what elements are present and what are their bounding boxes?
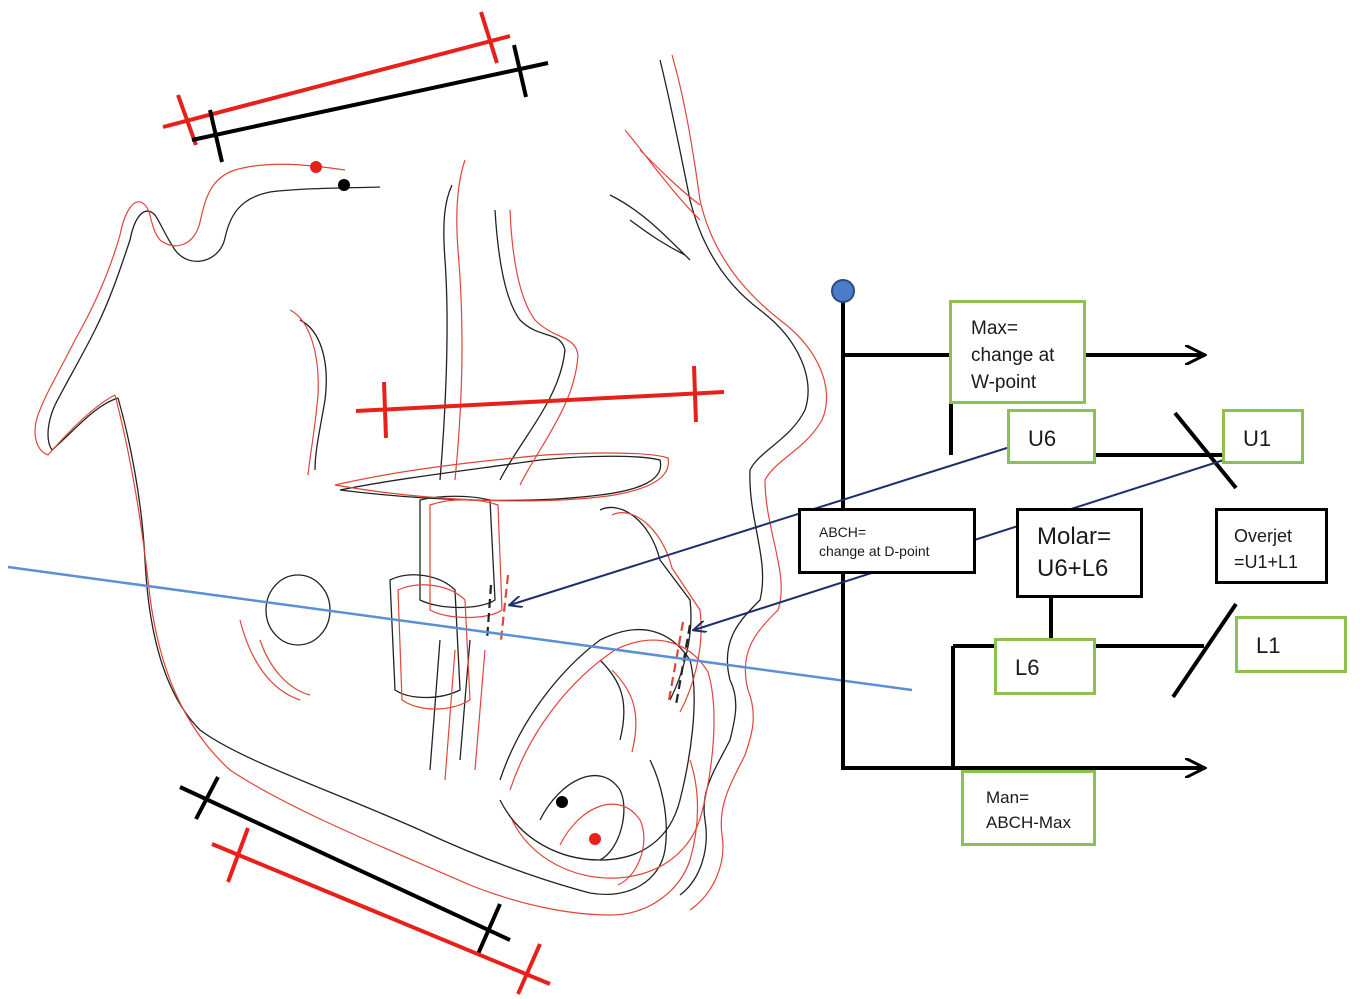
overjet-label: Overjet =U1+L1 [1234, 526, 1299, 572]
landmark-dot-black-top [338, 179, 350, 191]
landmark-dot-red-top [310, 161, 322, 173]
cranial-base-outline [47, 186, 381, 451]
nasal-outline [509, 209, 579, 486]
abch-label: ABCH= change at D-point [819, 524, 930, 559]
incisors [599, 506, 692, 741]
l6-box: L6 [994, 638, 1096, 695]
molar-box: Molar= U6+L6 [1016, 508, 1143, 598]
man-change-label: Man= ABCH-Max [986, 788, 1072, 832]
measure-bar-black-top [191, 44, 549, 163]
soft-tissue-profile [659, 59, 809, 896]
man-change-box: Man= ABCH-Max [961, 770, 1096, 846]
forehead-lines [624, 129, 701, 221]
max-change-box: Max= change at W-point [949, 300, 1086, 404]
l1-box: L1 [1235, 616, 1347, 673]
orbit-outline [289, 309, 319, 476]
mandible-inner [509, 639, 715, 879]
incisors [611, 512, 702, 753]
measure-bar-red-top [162, 11, 511, 146]
skull-tracing-after [34, 54, 828, 916]
orbit-outline [299, 319, 327, 471]
mandible-inner [499, 628, 695, 861]
soft-tissue-profile [671, 54, 828, 911]
u1-label: U1 [1243, 426, 1272, 451]
pterygoid-outline [454, 159, 466, 481]
tooth-bud [239, 619, 311, 701]
dashed-tooth-markers [485, 574, 692, 706]
u6-pointer-arrow [510, 446, 1011, 605]
occlusal-reference-line [7, 565, 913, 692]
measure-bar-black-bottom [179, 776, 511, 955]
molar-crowns [397, 499, 503, 781]
measure-bar-red-bottom [211, 827, 551, 995]
molar-label: Molar= U6+L6 [1037, 523, 1112, 582]
landmark-dot-red-chin [589, 833, 601, 845]
l1-label: L1 [1256, 633, 1281, 658]
symphysis-outline [539, 774, 625, 861]
u6-label: U6 [1028, 426, 1057, 451]
nasal-outline [494, 209, 566, 481]
abch-box: ABCH= change at D-point [798, 508, 976, 574]
ramus-outline [114, 394, 699, 916]
u1-slash [1173, 411, 1238, 490]
skull-tracing-before [47, 59, 809, 896]
l1-slash [1171, 602, 1238, 699]
cranial-base-outline [34, 163, 346, 456]
u1-box: U1 [1222, 409, 1304, 464]
measure-bar-red-middle [355, 365, 725, 439]
u6-box: U6 [1007, 409, 1096, 464]
forehead-lines [609, 194, 691, 261]
landmark-dot-black-chin [556, 796, 568, 808]
origin-dot [831, 279, 855, 303]
symphysis-outline [559, 803, 645, 886]
max-change-label: Max= change at W-point [971, 318, 1055, 393]
overjet-box: Overjet =U1+L1 [1215, 508, 1328, 584]
palate-outline [334, 452, 669, 502]
molar-crowns [389, 495, 496, 771]
l6-label: L6 [1015, 655, 1040, 680]
pterygoid-outline [439, 184, 453, 481]
